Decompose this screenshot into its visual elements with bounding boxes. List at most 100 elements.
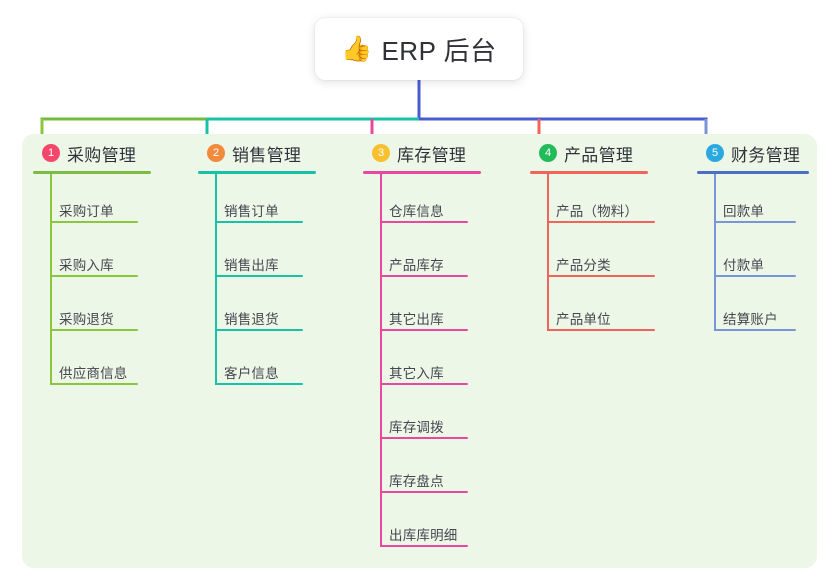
- submodule-list-2: 销售订单销售出库销售退货客户信息: [198, 174, 316, 390]
- submodule-spine-3: [380, 174, 382, 547]
- submodule-underline: [50, 275, 138, 277]
- submodule-underline: [380, 491, 468, 493]
- root-node-title: ERP 后台: [381, 35, 497, 66]
- submodule-underline: [215, 383, 303, 385]
- module-title-2: 销售管理: [232, 145, 302, 165]
- submodule-label: 产品库存: [389, 258, 444, 273]
- submodule-underline: [215, 275, 303, 277]
- submodule-label: 销售出库: [224, 258, 279, 273]
- submodule-item[interactable]: 销售订单: [198, 174, 316, 228]
- module-underline-3: [363, 171, 481, 174]
- submodule-underline: [380, 275, 468, 277]
- module-column-1: 1 采购管理采购订单采购入库采购退货供应商信息: [33, 140, 151, 390]
- submodule-underline: [380, 437, 468, 439]
- submodule-item[interactable]: 出库库明细: [363, 498, 481, 552]
- module-column-2: 2 销售管理销售订单销售出库销售退货客户信息: [198, 140, 316, 390]
- module-badge-1: 1: [42, 144, 60, 162]
- module-underline-1: [33, 171, 151, 174]
- submodule-label: 其它出库: [389, 312, 444, 327]
- submodule-item[interactable]: 产品分类: [530, 228, 655, 282]
- submodule-list-3: 仓库信息产品库存其它出库其它入库库存调拨库存盘点出库库明细: [363, 174, 481, 552]
- submodule-item[interactable]: 产品（物料）: [530, 174, 655, 228]
- submodule-item[interactable]: 产品单位: [530, 282, 655, 336]
- submodule-spine-1: [50, 174, 52, 385]
- submodule-underline: [50, 221, 138, 223]
- submodule-label: 采购入库: [59, 258, 114, 273]
- submodule-item[interactable]: 供应商信息: [33, 336, 151, 390]
- submodule-item[interactable]: 库存盘点: [363, 444, 481, 498]
- module-header-1[interactable]: 1 采购管理: [33, 140, 151, 166]
- submodule-label: 其它入库: [389, 366, 444, 381]
- module-badge-3: 3: [372, 144, 390, 162]
- submodule-item[interactable]: 采购订单: [33, 174, 151, 228]
- submodule-underline: [380, 545, 468, 547]
- submodule-underline: [380, 383, 468, 385]
- module-header-2[interactable]: 2 销售管理: [198, 140, 316, 166]
- submodule-label: 采购订单: [59, 204, 114, 219]
- modules-panel: [22, 134, 817, 568]
- submodule-label: 产品（物料）: [556, 204, 639, 219]
- submodule-label: 销售退货: [224, 312, 279, 327]
- submodule-underline: [714, 275, 796, 277]
- module-underline-4: [530, 171, 648, 174]
- submodule-item[interactable]: 客户信息: [198, 336, 316, 390]
- module-title-1: 采购管理: [67, 145, 137, 165]
- module-badge-4: 4: [539, 144, 557, 162]
- root-node[interactable]: 👍 ERP 后台: [315, 18, 523, 80]
- module-column-5: 5 财务管理回款单付款单结算账户: [697, 140, 809, 336]
- submodule-underline: [380, 329, 468, 331]
- submodule-item[interactable]: 付款单: [697, 228, 809, 282]
- module-badge-2: 2: [207, 144, 225, 162]
- module-title-4: 产品管理: [564, 145, 634, 165]
- submodule-label: 出库库明细: [389, 528, 458, 543]
- module-column-3: 3 库存管理仓库信息产品库存其它出库其它入库库存调拨库存盘点出库库明细: [363, 140, 481, 552]
- submodule-item[interactable]: 产品库存: [363, 228, 481, 282]
- submodule-item[interactable]: 销售退货: [198, 282, 316, 336]
- submodule-label: 产品单位: [556, 312, 611, 327]
- submodule-item[interactable]: 其它入库: [363, 336, 481, 390]
- submodule-label: 客户信息: [224, 366, 279, 381]
- submodule-item[interactable]: 库存调拨: [363, 390, 481, 444]
- submodule-label: 仓库信息: [389, 204, 444, 219]
- submodule-item[interactable]: 采购退货: [33, 282, 151, 336]
- module-header-4[interactable]: 4 产品管理: [530, 140, 648, 166]
- submodule-underline: [714, 221, 796, 223]
- thumbs-up-icon: 👍: [341, 34, 373, 63]
- submodule-spine-2: [215, 174, 217, 385]
- submodule-list-5: 回款单付款单结算账户: [697, 174, 809, 336]
- submodule-item[interactable]: 销售出库: [198, 228, 316, 282]
- module-title-5: 财务管理: [731, 145, 801, 165]
- submodule-label: 结算账户: [723, 312, 778, 327]
- submodule-label: 产品分类: [556, 258, 611, 273]
- module-column-4: 4 产品管理产品（物料） 产品分类产品单位: [530, 140, 655, 336]
- submodule-item[interactable]: 仓库信息: [363, 174, 481, 228]
- submodule-underline: [50, 383, 138, 385]
- submodule-label: 付款单: [723, 258, 765, 273]
- submodule-label: 采购退货: [59, 312, 114, 327]
- submodule-underline: [547, 275, 655, 277]
- submodule-spine-5: [714, 174, 716, 331]
- module-underline-2: [198, 171, 316, 174]
- module-badge-5: 5: [706, 144, 724, 162]
- submodule-item[interactable]: 采购入库: [33, 228, 151, 282]
- submodule-list-1: 采购订单采购入库采购退货供应商信息: [33, 174, 151, 390]
- submodule-label: 回款单: [723, 204, 765, 219]
- submodule-underline: [547, 329, 655, 331]
- submodule-item[interactable]: 其它出库: [363, 282, 481, 336]
- submodule-label: 库存盘点: [389, 474, 444, 489]
- module-header-5[interactable]: 5 财务管理: [697, 140, 809, 166]
- module-underline-5: [697, 171, 809, 174]
- submodule-underline: [547, 221, 655, 223]
- module-title-3: 库存管理: [397, 145, 467, 165]
- submodule-underline: [714, 329, 796, 331]
- submodule-underline: [215, 221, 303, 223]
- submodule-label: 供应商信息: [59, 366, 128, 381]
- submodule-spine-4: [547, 174, 549, 331]
- submodule-item[interactable]: 回款单: [697, 174, 809, 228]
- submodule-underline: [380, 221, 468, 223]
- module-header-3[interactable]: 3 库存管理: [363, 140, 481, 166]
- submodule-list-4: 产品（物料） 产品分类产品单位: [530, 174, 655, 336]
- submodule-item[interactable]: 结算账户: [697, 282, 809, 336]
- submodule-label: 销售订单: [224, 204, 279, 219]
